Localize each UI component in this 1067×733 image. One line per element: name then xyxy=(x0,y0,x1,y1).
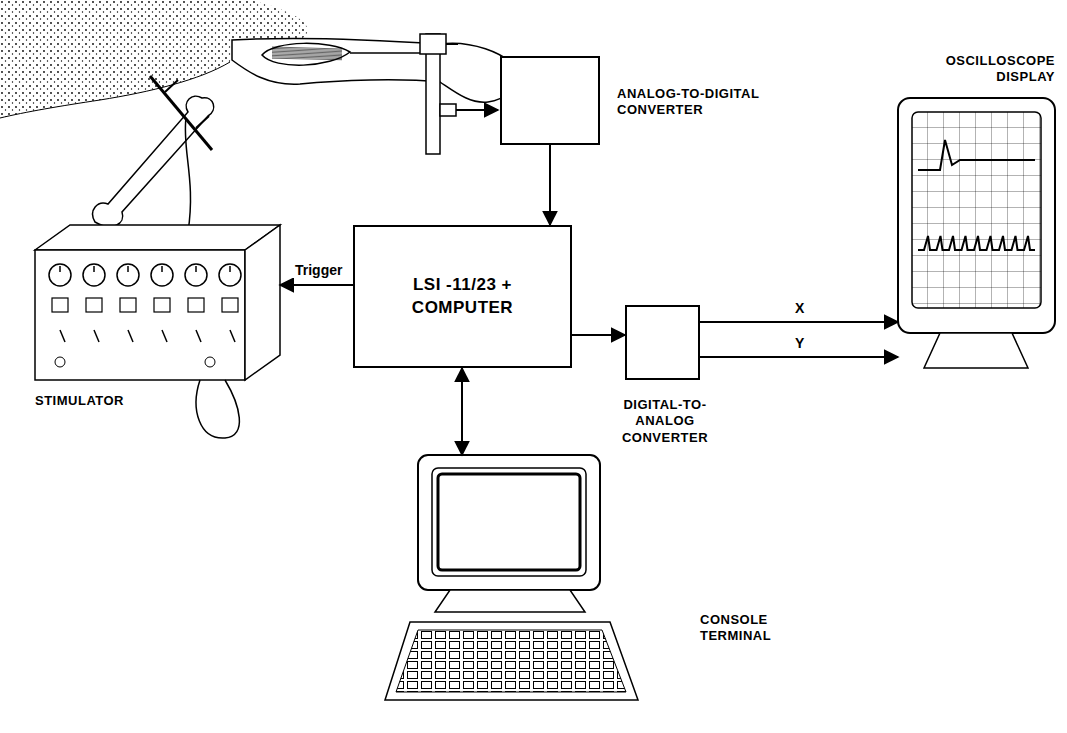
connector-arrow xyxy=(549,145,551,225)
stimulator-device xyxy=(196,380,239,438)
stimulator-device xyxy=(185,264,207,286)
connector-arrow xyxy=(461,368,463,455)
converter-box: ANALOG-TO-DIGITAL CONVERTER xyxy=(500,56,600,145)
node-label: STIMULATOR xyxy=(35,393,175,409)
label-group: CONSOLE TERMINAL xyxy=(700,612,795,645)
stimulator-device xyxy=(117,264,139,286)
electrode-wire xyxy=(185,118,190,232)
stimulator-device xyxy=(161,266,163,272)
oscilloscope-monitor xyxy=(898,98,1055,333)
stimulator-device xyxy=(188,298,204,312)
oscilloscope-monitor xyxy=(918,140,1035,170)
label-group: STIMULATOR xyxy=(35,393,175,409)
stimulator-device xyxy=(245,225,280,380)
force-transducer xyxy=(440,104,456,116)
label-group: ANALOG-TO-DIGITAL CONVERTER xyxy=(617,86,767,119)
converter-box: DIGITAL-TO-ANALOG CONVERTER xyxy=(625,305,700,380)
stimulator-device xyxy=(219,264,241,286)
signal-wire xyxy=(456,110,498,111)
terminal-node: CONSOLE TERMINAL xyxy=(395,455,640,705)
oscilloscope-monitor xyxy=(924,333,1028,368)
console-terminal-drawing xyxy=(396,630,626,692)
node-label: CONSOLE TERMINAL xyxy=(700,612,795,645)
stimulator-device xyxy=(205,357,215,367)
femur-bone xyxy=(93,96,214,226)
bone-clamp xyxy=(165,80,209,128)
edge-label: X xyxy=(792,300,807,316)
stimulator-device xyxy=(195,266,197,272)
node-label: OSCILLOSCOPE DISPLAY xyxy=(945,53,1055,86)
oscilloscope-monitor xyxy=(898,98,1055,368)
stimulator-node: STIMULATOR xyxy=(35,225,280,380)
connector-arrow xyxy=(572,334,625,336)
label-group: LSI -11/23 + COMPUTER xyxy=(388,268,538,326)
stimulator-device xyxy=(120,298,136,312)
connector-arrow xyxy=(700,356,898,358)
stimulator-device xyxy=(93,266,95,272)
stimulator-device xyxy=(127,266,129,272)
electrode-wire xyxy=(185,118,190,232)
stimulator-device xyxy=(59,266,61,272)
stimulator-device xyxy=(35,250,245,380)
console-terminal-drawing xyxy=(385,622,638,700)
stimulator-device xyxy=(60,330,65,342)
signal-wire xyxy=(456,109,498,111)
connector-arrow xyxy=(280,284,353,286)
stimulator-device xyxy=(52,298,68,312)
oscilloscope-monitor xyxy=(912,112,1041,308)
stimulator-device xyxy=(230,330,235,342)
stimulator-device xyxy=(222,298,238,312)
stimulator-device xyxy=(49,264,71,286)
stimulator-device xyxy=(83,264,105,286)
stimulator-device xyxy=(128,330,133,342)
node-label: DIGITAL-TO-ANALOG CONVERTER xyxy=(613,397,717,446)
console-terminal-drawing xyxy=(435,590,585,612)
stimulator-device xyxy=(154,298,170,312)
muscle xyxy=(272,58,342,60)
node-label: LSI -11/23 + COMPUTER xyxy=(398,274,528,320)
force-transducer xyxy=(420,34,446,54)
bone-clamp xyxy=(150,76,212,150)
bone-clamp xyxy=(150,76,212,150)
stimulator-device xyxy=(35,225,280,250)
tendon-wire xyxy=(350,53,428,54)
stimulator-device xyxy=(49,264,241,367)
connector-arrow xyxy=(700,321,898,323)
muscle xyxy=(262,43,350,65)
edge-label: Y xyxy=(792,335,807,351)
edge-label: Trigger xyxy=(292,262,345,278)
force-transducer xyxy=(446,43,458,45)
stimulator-device xyxy=(94,330,99,342)
stimulator-device xyxy=(151,264,173,286)
hindlimb xyxy=(232,38,519,102)
console-terminal-drawing xyxy=(432,468,586,576)
computer-box: LSI -11/23 + COMPUTER xyxy=(353,225,572,368)
stimulator-device xyxy=(229,266,231,272)
stimulator-device xyxy=(196,330,201,342)
force-transducer xyxy=(420,34,458,154)
oscilloscope-monitor xyxy=(918,236,1035,250)
label-group: OSCILLOSCOPE DISPLAY xyxy=(945,53,1055,86)
stimulator-device xyxy=(86,298,102,312)
stimulator-device xyxy=(55,357,65,367)
muscle xyxy=(262,43,350,65)
label-group: DIGITAL-TO-ANALOG CONVERTER xyxy=(613,397,717,446)
stimulator-device xyxy=(35,225,280,438)
oscilloscope-node: OSCILLOSCOPE DISPLAY xyxy=(898,95,1055,370)
tendon-wire xyxy=(350,52,428,54)
console-terminal-drawing xyxy=(418,455,600,590)
femur-bone xyxy=(93,96,214,226)
console-terminal-drawing xyxy=(438,474,580,570)
console-terminal-drawing xyxy=(385,455,638,700)
hindlimb xyxy=(232,38,519,102)
stimulator-device xyxy=(162,330,167,342)
node-label: ANALOG-TO-DIGITAL CONVERTER xyxy=(617,86,767,119)
